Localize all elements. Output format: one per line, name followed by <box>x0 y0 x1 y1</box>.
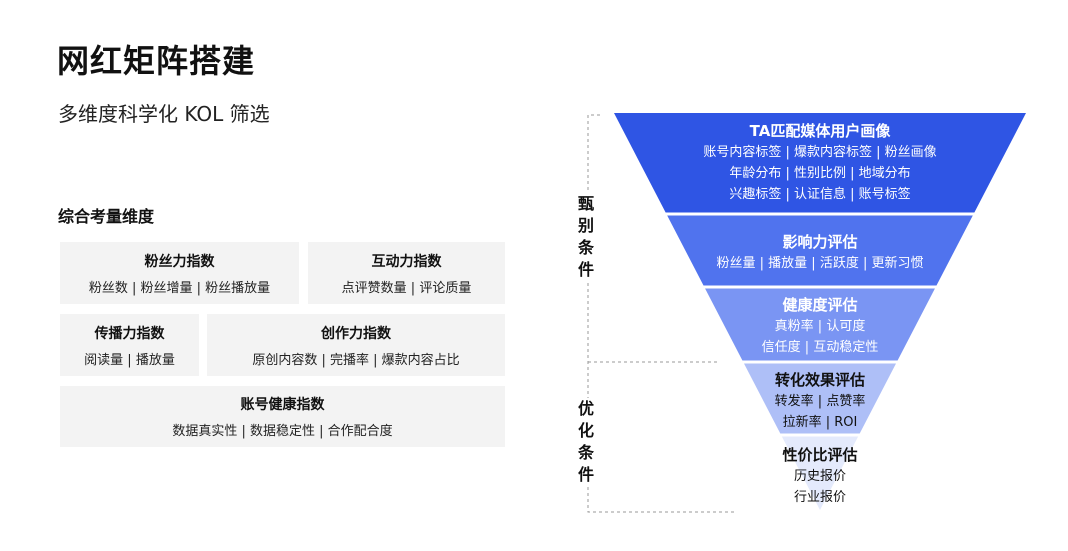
layer-title: 健康度评估 <box>782 296 858 314</box>
layer-line: 真粉率 | 认可度 <box>774 319 866 334</box>
layer-health: 健康度评估 真粉率 | 认可度 信任度 | 互动稳定性 <box>762 294 879 358</box>
optimization-conditions-label: 优化条件 <box>576 398 596 486</box>
layer-line: 行业报价 <box>793 490 847 505</box>
page-subtitle: 多维度科学化 KOL 筛选 <box>58 102 270 126</box>
card-items: 点评赞数量 | 评论质量 <box>341 280 472 296</box>
layer-ta-match: TA匹配媒体用户画像 账号内容标签 | 爆款内容标签 | 粉丝画像 年龄分布 |… <box>703 120 936 205</box>
card-items: 阅读量 | 播放量 <box>84 352 175 368</box>
bracket-line <box>587 114 735 513</box>
layer-health-band <box>705 288 935 361</box>
screening-conditions-label: 甄别条件 <box>576 193 596 281</box>
spread-power-card: 传播力指数 阅读量 | 播放量 <box>60 314 199 376</box>
layer-line: 拉新率 | ROI <box>782 415 858 430</box>
card-items: 粉丝数 | 粉丝增量 | 粉丝播放量 <box>88 280 271 296</box>
layer-line: 兴趣标签 | 认证信息 | 账号标签 <box>729 187 911 202</box>
dimensions-section-label: 综合考量维度 <box>58 207 155 226</box>
layer-ta-match-band <box>614 113 1026 213</box>
layer-conversion-band <box>743 363 897 434</box>
layer-line: 信任度 | 互动稳定性 <box>761 340 879 355</box>
page-title: 网红矩阵搭建 <box>57 42 256 80</box>
layer-title: 转化效果评估 <box>774 371 865 389</box>
layer-title: 性价比评估 <box>782 446 858 464</box>
card-title: 粉丝力指数 <box>144 253 215 270</box>
layer-line: 转发率 | 点赞率 <box>774 394 866 409</box>
fan-power-card: 粉丝力指数 粉丝数 | 粉丝增量 | 粉丝播放量 <box>60 242 299 304</box>
layer-line: 年龄分布 | 性别比例 | 地域分布 <box>729 166 911 181</box>
layer-line: 账号内容标签 | 爆款内容标签 | 粉丝画像 <box>703 145 937 160</box>
layer-conversion: 转化效果评估 转发率 | 点赞率 拉新率 | ROI <box>775 369 866 433</box>
account-health-card: 账号健康指数 数据真实性 | 数据稳定性 | 合作配合度 <box>60 386 505 447</box>
layer-influence-band <box>667 215 973 286</box>
layer-influence: 影响力评估 粉丝量 | 播放量 | 活跃度 | 更新习惯 <box>717 231 924 274</box>
layer-cost-performance-band <box>781 436 859 510</box>
layer-line: 历史报价 <box>793 469 847 484</box>
card-title: 传播力指数 <box>94 325 165 342</box>
interaction-power-card: 互动力指数 点评赞数量 | 评论质量 <box>308 242 505 304</box>
card-title: 互动力指数 <box>371 253 442 270</box>
creation-power-card: 创作力指数 原创内容数 | 完播率 | 爆款内容占比 <box>207 314 505 376</box>
card-items: 原创内容数 | 完播率 | 爆款内容占比 <box>252 352 460 368</box>
layer-cost-performance: 性价比评估 历史报价 行业报价 <box>782 444 857 508</box>
layer-title: TA匹配媒体用户画像 <box>749 122 891 140</box>
layer-title: 影响力评估 <box>782 233 858 251</box>
card-title: 账号健康指数 <box>240 397 325 413</box>
card-title: 创作力指数 <box>321 325 391 342</box>
card-items: 数据真实性 | 数据稳定性 | 合作配合度 <box>172 424 393 439</box>
layer-line: 粉丝量 | 播放量 | 活跃度 | 更新习惯 <box>716 256 924 271</box>
